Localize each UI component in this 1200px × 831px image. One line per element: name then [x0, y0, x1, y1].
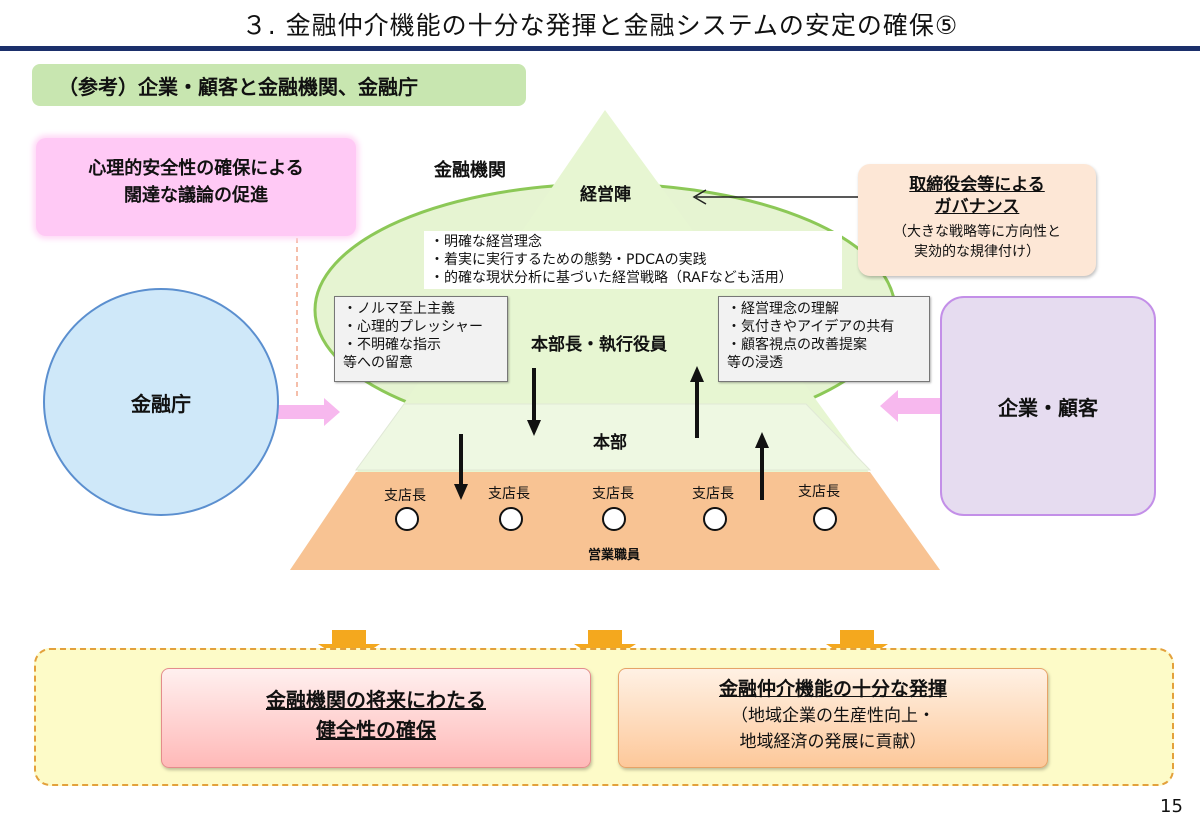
soundness-outcome-box: 金融機関の将来にわたる 健全性の確保 [161, 668, 591, 768]
outcome-arrows [318, 630, 888, 664]
intermediation-sub1: （地域企業の生産性向上・ [731, 706, 935, 726]
branch-circles [395, 507, 837, 531]
caution-note: ・ノルマ至上主義 ・心理的プレッシャー ・不明確な指示 等への留意 [334, 296, 508, 382]
middle-tier-label: 本部長・執行役員 [531, 335, 667, 355]
branch-manager-label: 支店長 [798, 484, 840, 500]
fsa-circle: 金融庁 [43, 288, 279, 516]
penetration-note-line: ・顧客視点の改善提案 [727, 337, 867, 353]
intermediation-title: 金融仲介機能の十分な発揮 [718, 678, 947, 700]
governance-arrow-head [692, 189, 707, 205]
psych-safety-box: 心理的安全性の確保による 闊達な議論の促進 [36, 138, 356, 236]
soundness-line1: 金融機関の将来にわたる [266, 688, 486, 712]
governance-box: 取締役会等による ガバナンス （大きな戦略等に方向性と 実効的な規律付け） [858, 164, 1096, 276]
caution-note-line: 等への留意 [343, 355, 413, 371]
intermediation-sub2: 地域経済の発展に貢献） [739, 732, 927, 752]
page-number: 15 [1160, 796, 1183, 817]
fsa-label: 金融庁 [131, 391, 191, 416]
branch-manager-label: 支店長 [488, 486, 530, 502]
psych-safety-line1: 心理的安全性の確保による [88, 158, 304, 179]
governance-sub-1: （大きな戦略等に方向性と [893, 224, 1061, 240]
reference-label: （参考）企業・顧客と金融機関、金融庁 [32, 64, 526, 106]
title-rule [0, 46, 1200, 51]
branch-manager-label: 支店長 [592, 486, 634, 502]
soundness-line2: 健全性の確保 [316, 718, 436, 742]
slide-title: ３. 金融仲介機能の十分な発揮と金融システムの安定の確保⑤ [241, 11, 959, 40]
penetration-note: ・経営理念の理解 ・気付きやアイデアの共有 ・顧客視点の改善提案 等の浸透 [718, 296, 930, 382]
pyramid-hq-band [355, 403, 872, 471]
flow-arrows [454, 366, 769, 500]
customers-label: 企業・顧客 [998, 395, 1098, 420]
branch-manager-label: 支店長 [692, 486, 734, 502]
caution-note-line: ・ノルマ至上主義 [343, 301, 455, 317]
intermediation-outcome-box: 金融仲介機能の十分な発揮 （地域企業の生産性向上・ 地域経済の発展に貢献） [618, 668, 1048, 768]
penetration-note-line: ・気付きやアイデアの共有 [727, 319, 895, 335]
psych-safety-line2: 闊達な議論の促進 [124, 185, 268, 206]
governance-title-1: 取締役会等による [909, 175, 1045, 195]
caution-note-line: ・不明確な指示 [343, 337, 441, 353]
caution-note-line: ・心理的プレッシャー [343, 319, 483, 335]
management-bullet: ・着実に実行するための態勢・PDCAの実践 [430, 252, 707, 268]
staff-label: 営業職員 [588, 548, 641, 563]
top-tier-label: 経営陣 [580, 185, 631, 205]
institution-label: 金融機関 [434, 160, 506, 181]
management-bullet: ・明確な経営理念 [430, 234, 542, 250]
branch-manager-label: 支店長 [384, 488, 426, 504]
management-bullet: ・的確な現状分析に基づいた経営戦略（RAFなども活用） [430, 270, 793, 286]
management-bullets: ・明確な経営理念 ・着実に実行するための態勢・PDCAの実践 ・的確な現状分析に… [424, 231, 842, 289]
penetration-note-line: 等の浸透 [727, 355, 783, 371]
governance-sub-2: 実効的な規律付け） [914, 244, 1040, 260]
governance-title-2: ガバナンス [934, 197, 1020, 217]
hq-tier-label: 本部 [593, 433, 627, 453]
customers-box: 企業・顧客 [940, 296, 1156, 516]
penetration-note-line: ・経営理念の理解 [727, 301, 839, 317]
